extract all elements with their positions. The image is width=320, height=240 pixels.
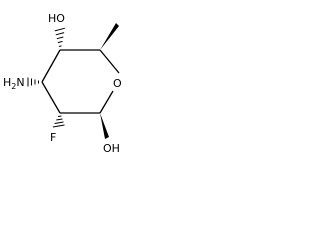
bond-c5-methyl [100,23,119,50]
bond-c5-o [99,49,120,74]
wedge-bonds [100,23,119,139]
bond-c3-nh2 [27,77,39,87]
label-hydroxyl-top: HO [48,12,65,25]
atom-labels: HO H2N O F OH [3,12,122,155]
bond-c2-c3 [41,81,61,114]
ring-bonds [41,49,120,114]
bond-c4-ho [54,27,66,47]
structure-diagram: HO H2N O F OH [0,0,160,155]
bond-c1-oh [100,113,109,139]
bond-c2-f [52,115,65,128]
molecule-svg: HO H2N O F OH [3,12,122,155]
bond-c3-c4 [41,49,61,83]
hash-bonds [27,27,66,128]
bond-o-c1 [99,90,114,114]
label-ring-oxygen: O [113,77,122,90]
label-hydroxyl-bottom: OH [103,142,120,155]
label-fluorine: F [50,131,56,144]
label-amine: H2N [3,76,25,91]
